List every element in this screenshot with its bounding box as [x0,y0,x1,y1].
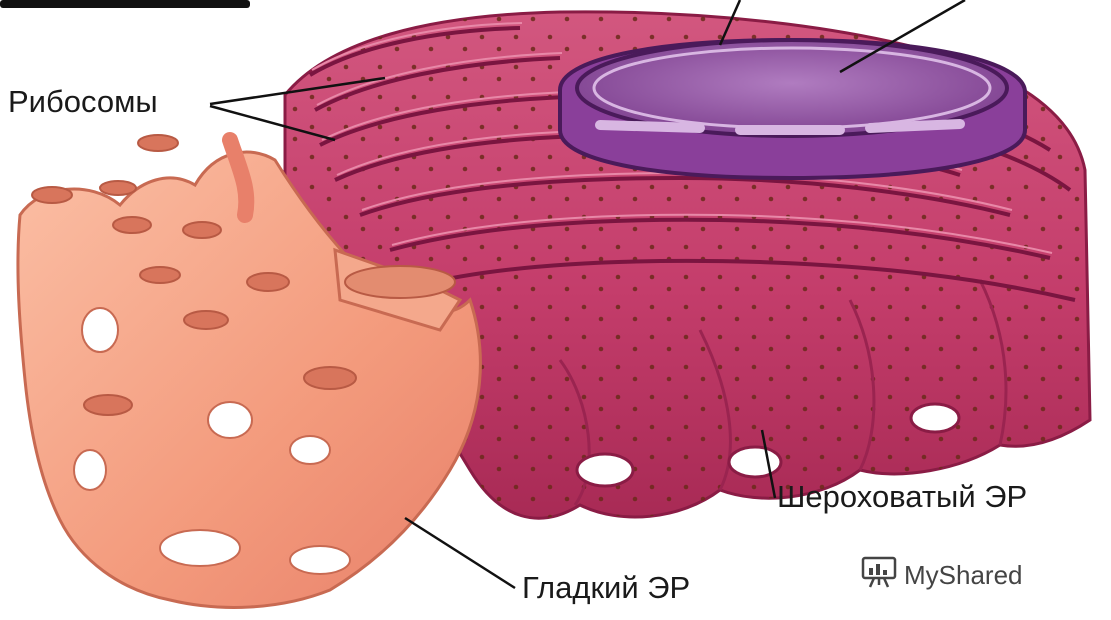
watermark-text: MyShared [904,560,1023,591]
rough-er-label: Шероховатый ЭР [777,479,1027,515]
myshared-watermark: MyShared [860,556,1023,595]
nucleus [560,40,1025,178]
smooth-er-leader [405,518,515,588]
smooth-er-label: Гладкий ЭР [522,570,690,606]
top-heading-fragment [0,0,250,8]
presentation-board-icon [860,556,898,595]
ribosomes-label: Рибосомы [8,84,158,120]
